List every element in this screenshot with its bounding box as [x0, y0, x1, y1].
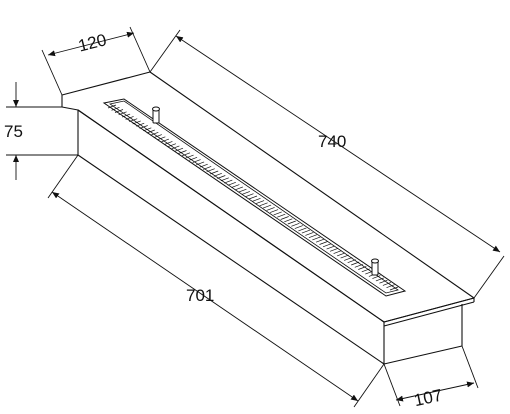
- grille-line: [305, 232, 314, 236]
- grille-line: [234, 186, 244, 191]
- grille-line: [199, 163, 208, 168]
- grille-line: [241, 191, 251, 195]
- grille-line: [114, 109, 124, 113]
- dim-label-740: 740: [318, 132, 346, 151]
- grille-line: [298, 227, 307, 232]
- grille-line: [203, 166, 212, 170]
- grille-line: [255, 200, 265, 204]
- grille-line: [266, 207, 275, 211]
- dim-label-120: 120: [76, 30, 108, 55]
- grille-line: [262, 204, 272, 209]
- grille-line: [164, 141, 173, 145]
- grille-line: [167, 143, 177, 148]
- fuel-slot: [102, 98, 407, 297]
- grille-line: [287, 220, 296, 225]
- grille-line: [269, 209, 279, 213]
- grille-line: [315, 238, 325, 243]
- knob-right: [371, 258, 379, 276]
- grille-line: [231, 184, 240, 188]
- grille-line: [291, 222, 300, 227]
- grille-line: [284, 218, 293, 223]
- grille-line: [340, 254, 349, 259]
- grille-line: [333, 250, 342, 254]
- knob-left: [152, 106, 160, 124]
- grille-line: [379, 279, 388, 284]
- body-end: [383, 304, 463, 365]
- grille-line: [273, 211, 282, 216]
- grille-line: [322, 243, 332, 248]
- grille-line: [125, 116, 134, 120]
- grille-line: [301, 229, 311, 234]
- grille-line: [213, 172, 222, 177]
- dim-120: [41, 26, 151, 96]
- grille-line: [153, 134, 162, 138]
- dim-75: [6, 82, 78, 180]
- burner-box: [61, 71, 475, 365]
- grille-line: [294, 225, 303, 229]
- grille-line: [157, 136, 166, 141]
- grille-line: [111, 106, 120, 111]
- grille-line: [217, 175, 226, 179]
- grille-line: [248, 195, 258, 200]
- grille-line: [344, 257, 353, 261]
- grille-line: [210, 170, 219, 175]
- grille-line: [319, 241, 328, 245]
- grille-line: [129, 118, 138, 123]
- grille-line: [136, 122, 145, 127]
- grille-line: [361, 268, 370, 273]
- grille-line: [224, 179, 233, 184]
- grille-line: [386, 284, 395, 289]
- grille-line: [143, 127, 152, 132]
- grille-line: [139, 125, 148, 129]
- grille-line: [326, 245, 335, 250]
- grille-line: [259, 202, 268, 207]
- grille-line: [372, 275, 381, 279]
- grille-line: [354, 263, 363, 268]
- grille-line: [146, 129, 155, 134]
- grille-line: [336, 252, 346, 257]
- grille-line: [252, 197, 261, 202]
- grille-line: [238, 188, 247, 193]
- grille-line: [160, 138, 170, 143]
- grille-line: [389, 286, 399, 291]
- grille-line: [308, 234, 318, 239]
- grille-line: [358, 266, 367, 270]
- grille-line: [150, 131, 159, 136]
- grille-line: [329, 247, 339, 252]
- grille-line: [280, 216, 289, 220]
- grille-line: [245, 193, 254, 198]
- grille-line: [351, 261, 360, 266]
- grille-line: [220, 177, 229, 182]
- grille-line: [375, 277, 385, 282]
- grille-line: [206, 168, 215, 173]
- grille-line: [132, 120, 141, 125]
- dim-107: [383, 345, 479, 407]
- grille-line: [347, 259, 356, 264]
- dim-label-701: 701: [186, 286, 214, 305]
- grille-line: [118, 111, 127, 116]
- dim-701: [47, 154, 385, 408]
- dim-label-75: 75: [4, 122, 23, 141]
- grille-line: [227, 181, 236, 186]
- grille-line: [107, 104, 117, 109]
- grille-line: [277, 213, 286, 218]
- dim-label-107: 107: [412, 386, 444, 410]
- grille-line: [382, 282, 392, 286]
- dim-740: [149, 29, 505, 299]
- grille-line: [121, 113, 131, 118]
- grille-line: [312, 236, 321, 241]
